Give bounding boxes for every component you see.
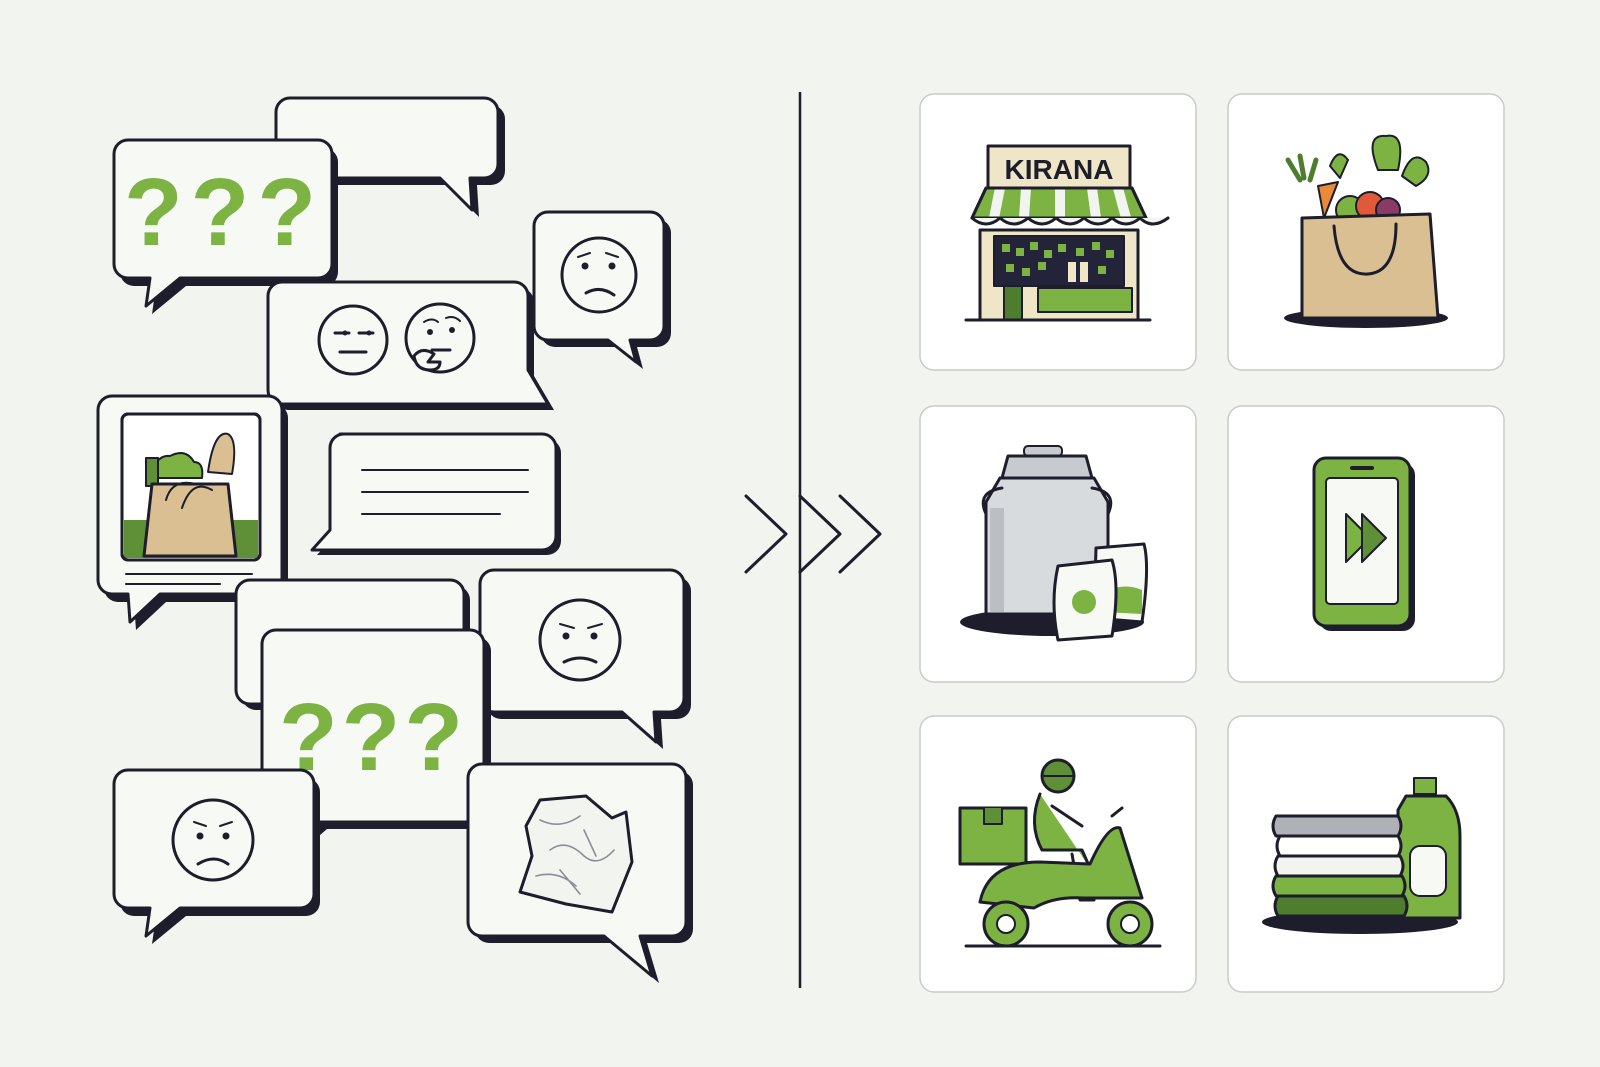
chat-bubble-text-lines [310, 432, 561, 555]
chat-bubble-confused-face [532, 210, 671, 369]
chat-bubble-question-marks: ??? [112, 138, 338, 314]
chat-bubble-two-faces [266, 280, 554, 410]
tile-delivery-scooter[interactable] [919, 715, 1197, 993]
chevron-right-icon [838, 494, 882, 574]
chat-bubble-big-question-marks: ??? [260, 628, 491, 855]
kirana-store-icon: KIRANA [964, 144, 1170, 322]
chat-bubble-frown-face [478, 568, 691, 749]
crumpled-paper-icon [518, 794, 634, 914]
laundry-detergent-icon [1262, 777, 1462, 934]
chat-bubble-empty-top [274, 96, 505, 217]
unamused-face-icon [317, 304, 389, 376]
tile-milk-can[interactable] [919, 405, 1197, 683]
mobile-app-icon [1312, 456, 1415, 631]
vegetable-bag-icon [1284, 134, 1448, 328]
service-tile-grid: KIRANA [919, 93, 1505, 993]
tile-vegetable-bag[interactable] [1227, 93, 1505, 371]
chat-bubble-sad-face [112, 768, 320, 944]
thinking-face-icon [404, 302, 476, 374]
sad-face-icon [171, 798, 255, 882]
chevron-right-icon [744, 494, 788, 574]
tile-laundry[interactable] [1227, 715, 1505, 993]
milk-can-and-sacks-icon [960, 445, 1149, 642]
chat-bubble-crumpled-paper [466, 762, 693, 983]
chat-bubble-photo [96, 394, 288, 630]
chat-bubbles-panel: ??? [96, 96, 693, 983]
confused-face-icon [560, 236, 638, 314]
question-marks-text: ??? [124, 159, 324, 266]
chevron-right-icon [798, 494, 842, 574]
delivery-scooter-icon [958, 758, 1162, 948]
divider [744, 92, 882, 988]
grocery-bag-photo-icon [120, 412, 262, 562]
tile-mobile-app[interactable] [1227, 405, 1505, 683]
frown-face-icon [538, 598, 622, 682]
kirana-sign-text: KIRANA [1005, 154, 1114, 185]
tile-kirana-store[interactable]: KIRANA [919, 93, 1197, 371]
